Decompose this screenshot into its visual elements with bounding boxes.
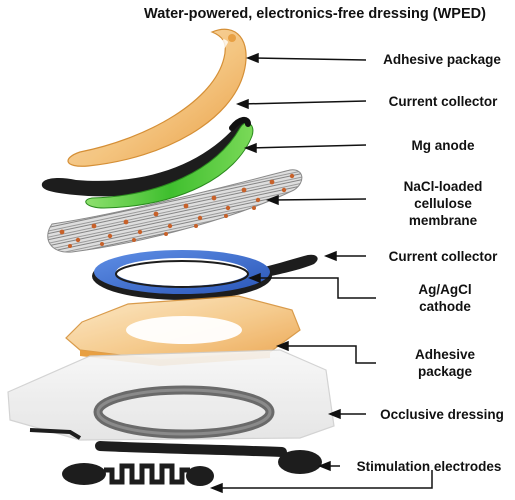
label-current-collector-top-text: Current collector — [388, 94, 498, 109]
label-cellulose-membrane: NaCl-loaded cellulose membrane — [376, 178, 510, 229]
label-adhesive-bottom-line2: package — [417, 364, 473, 379]
label-occlusive-dressing: Occlusive dressing — [374, 406, 510, 423]
cellulose-membrane — [47, 169, 303, 253]
label-mg-anode: Mg anode — [376, 137, 510, 154]
label-ag-agcl-cathode: Ag/AgCl cathode — [380, 281, 510, 315]
adhesive-package-top — [67, 28, 247, 167]
adhesive-package-bottom — [65, 295, 301, 366]
occlusive-dressing — [7, 349, 335, 441]
label-adhesive-package-bottom: Adhesive package — [380, 346, 510, 380]
label-mg-anode-text: Mg anode — [411, 138, 475, 153]
label-cellulose-line1: NaCl-loaded — [403, 179, 483, 194]
label-stimulation-electrodes: Stimulation electrodes — [346, 458, 512, 475]
label-adhesive-package-top: Adhesive package — [374, 51, 510, 68]
label-current-collector-top: Current collector — [376, 93, 510, 110]
current-collector-and-mg-anode — [41, 116, 254, 209]
label-cathode-line2: cathode — [419, 299, 471, 314]
label-cathode-line1: Ag/AgCl — [418, 282, 472, 297]
stimulation-electrodes — [62, 441, 322, 486]
label-adhesive-bottom-line1: Adhesive — [414, 347, 476, 362]
label-occlusive-dressing-text: Occlusive dressing — [380, 407, 504, 422]
label-adhesive-package-top-text: Adhesive package — [383, 52, 501, 67]
leader-arrows — [209, 52, 433, 494]
diagram-title: Water-powered, electronics-free dressing… — [144, 6, 486, 22]
label-cellulose-line3: membrane — [408, 213, 478, 228]
label-cellulose-line2: cellulose — [414, 196, 472, 211]
label-current-collector-bottom-text: Current collector — [388, 249, 498, 264]
cathode-ring-and-collector — [92, 250, 318, 300]
label-current-collector-bottom: Current collector — [376, 248, 510, 265]
label-stimulation-electrodes-text: Stimulation electrodes — [356, 459, 502, 474]
